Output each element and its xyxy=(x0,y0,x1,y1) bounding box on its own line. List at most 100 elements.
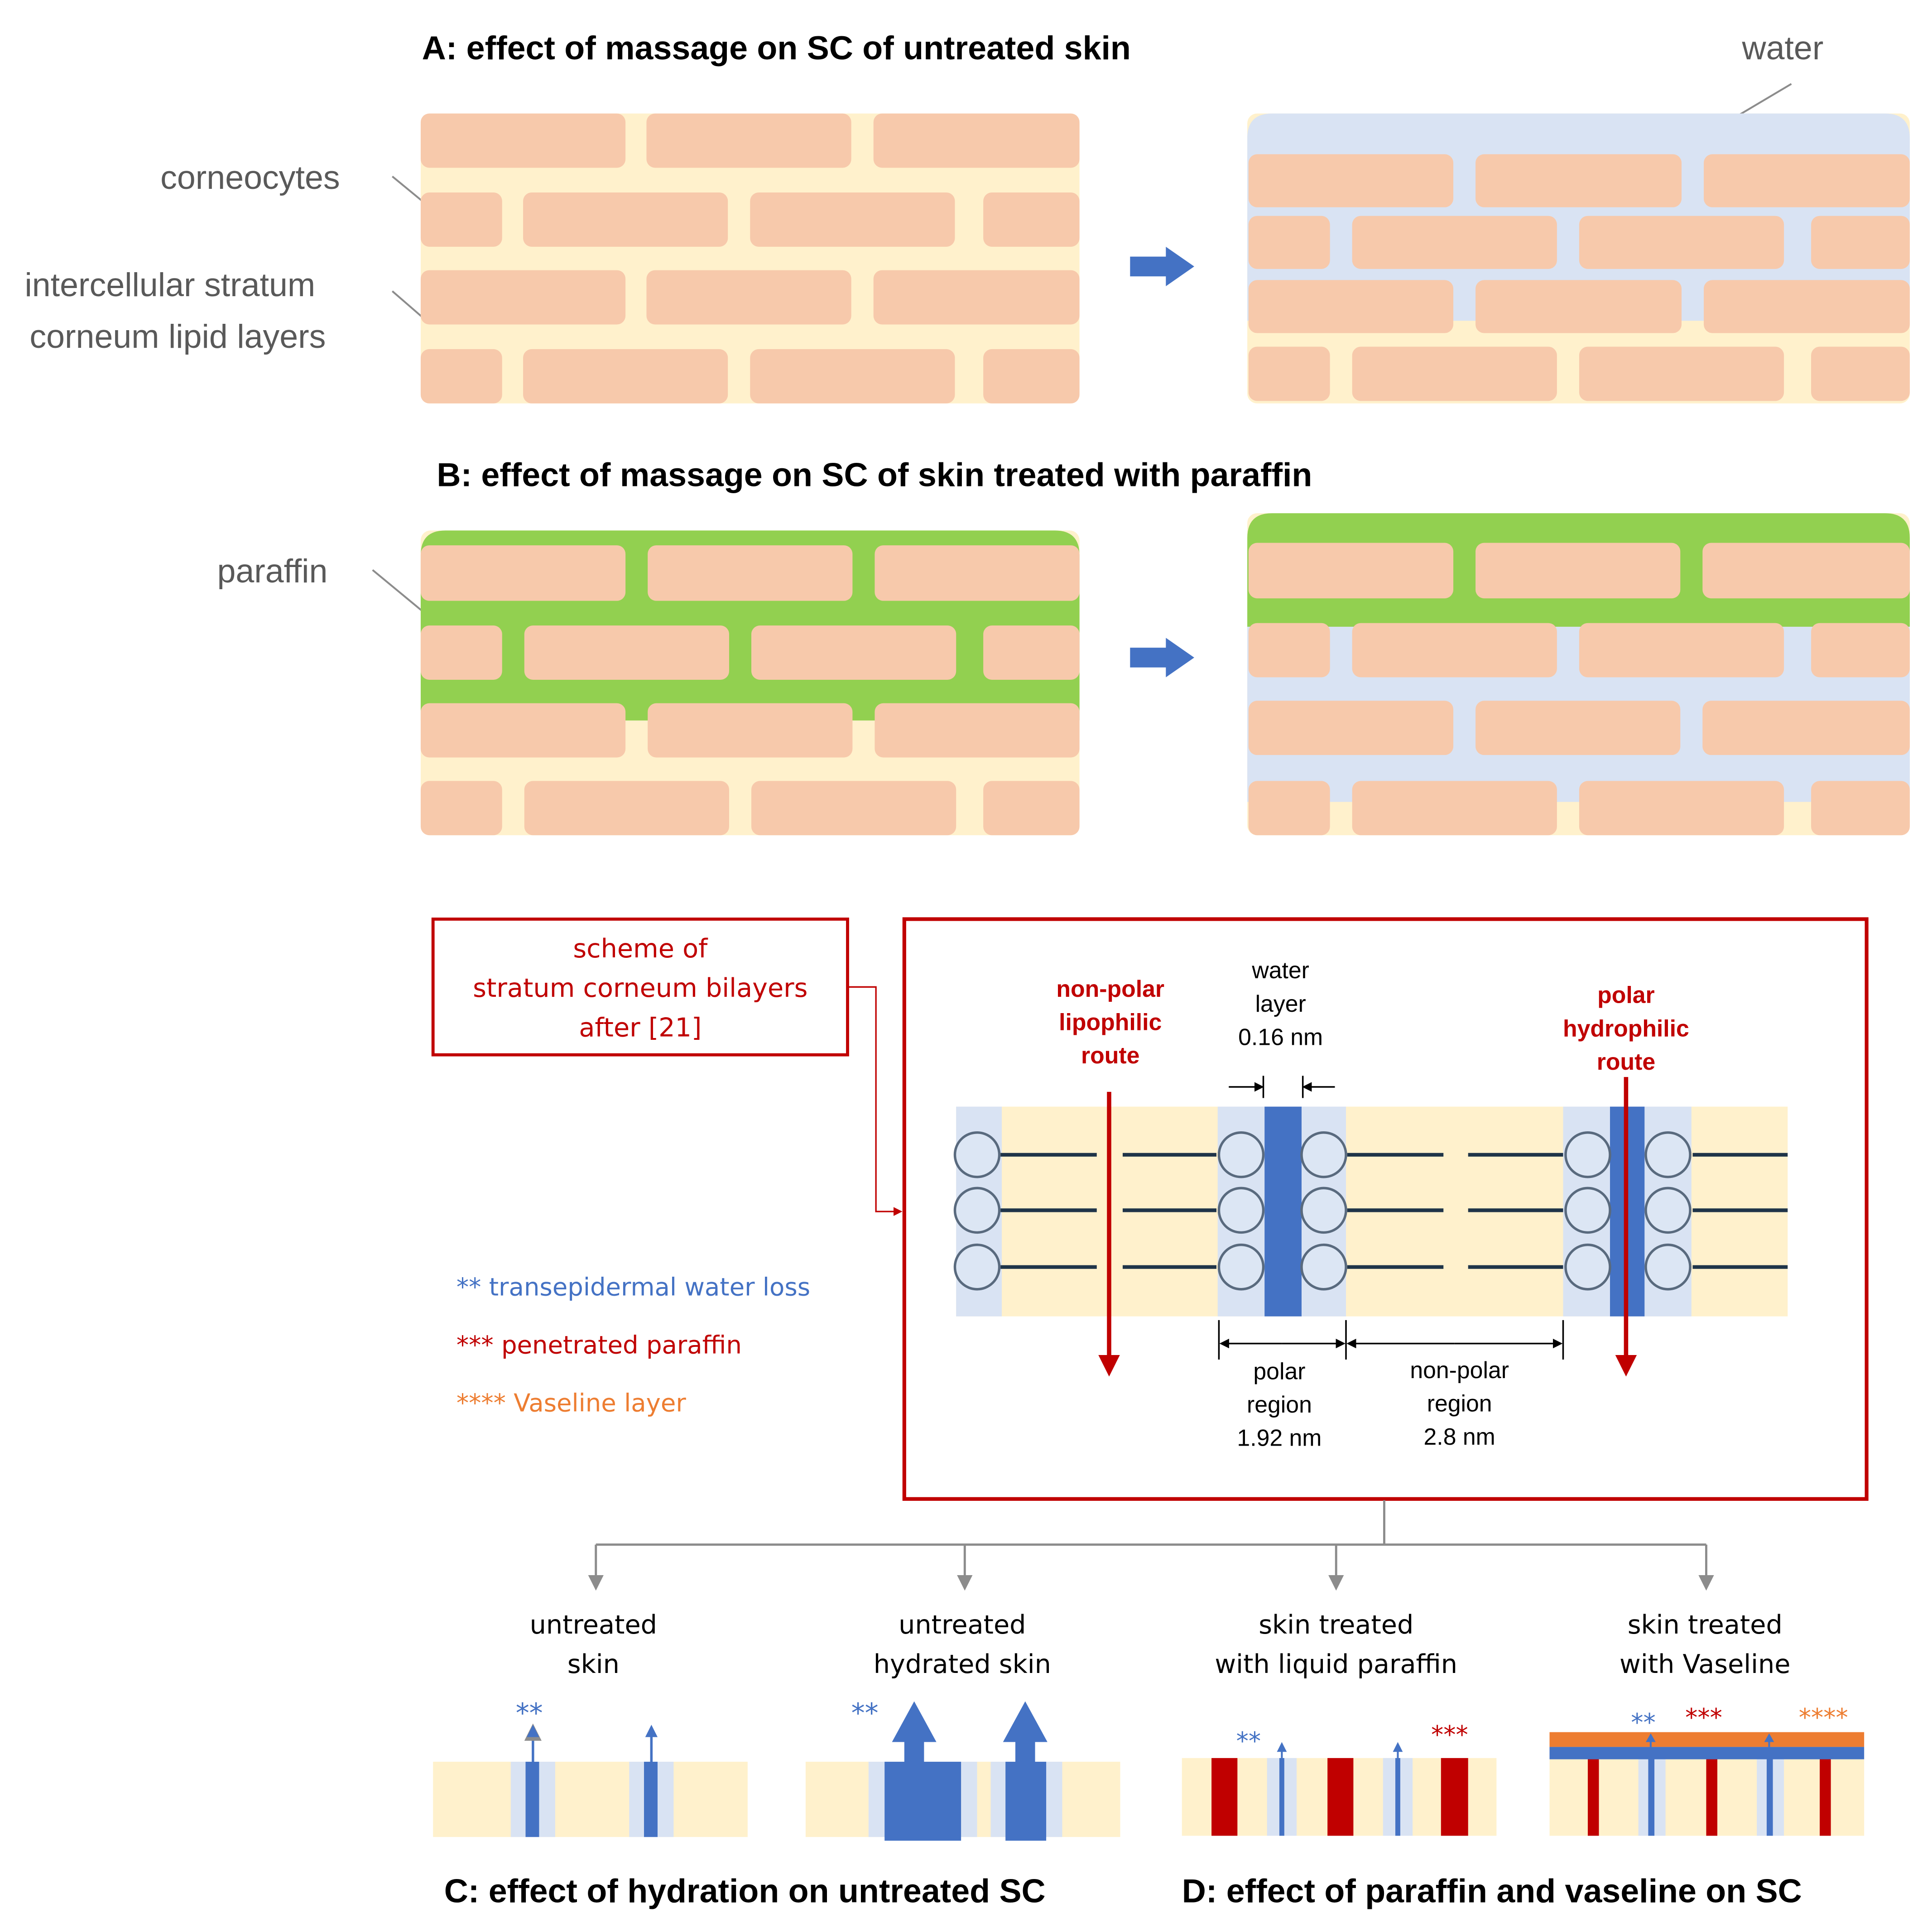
corneocyte xyxy=(750,349,955,404)
lipid-headgroup xyxy=(953,1131,1001,1178)
lipid-headgroup xyxy=(1564,1243,1611,1291)
lipid-headgroup xyxy=(1217,1243,1265,1291)
corneocyte xyxy=(1352,216,1557,269)
corneocyte xyxy=(1704,280,1910,333)
corneocyte xyxy=(1248,154,1454,207)
d2-tewl-mark: ** xyxy=(1631,1708,1655,1737)
corneocyte xyxy=(420,781,502,836)
lipid-headgroup xyxy=(1644,1131,1692,1178)
mini-vaseline xyxy=(1549,1732,1865,1836)
corneocyte xyxy=(1811,346,1910,401)
paraffin-channel xyxy=(1820,1758,1831,1836)
corneocyte xyxy=(420,545,626,601)
d1-paraffin-mark: *** xyxy=(1431,1720,1468,1749)
panel-d-title: D: effect of paraffin and vaseline on SC xyxy=(1182,1872,1802,1910)
corneocyte xyxy=(1811,781,1910,836)
corneocyte xyxy=(751,625,956,680)
water-layer-bar xyxy=(1264,1106,1302,1317)
polar-route-label-3: route xyxy=(1597,1048,1655,1075)
lipid-strip xyxy=(433,1762,748,1837)
d2-paraffin-mark: *** xyxy=(1685,1703,1722,1732)
lipid-headgroup xyxy=(953,1243,1001,1291)
scheme-callout-box xyxy=(431,918,849,1057)
c2-caption-2: hydrated skin xyxy=(874,1649,1051,1679)
water-channel xyxy=(1005,1762,1047,1841)
corneocyte xyxy=(1248,346,1330,401)
lipid-headgroup xyxy=(1217,1187,1265,1234)
polar-region-label-2: region xyxy=(1247,1391,1312,1418)
sc-paraffin-after xyxy=(1247,513,1910,836)
corneocyte xyxy=(1811,216,1910,269)
corneocyte xyxy=(750,192,955,247)
lipid-headgroup xyxy=(1564,1131,1611,1178)
scheme-callout-line2: stratum corneum bilayers xyxy=(473,973,807,1003)
water-layer-label-2: layer xyxy=(1255,990,1306,1017)
corneocyte xyxy=(1475,280,1682,333)
label-lipid-line2: corneum lipid layers xyxy=(29,317,326,355)
legend-tewl: ** transepidermal water loss xyxy=(457,1272,810,1301)
corneocyte xyxy=(420,625,502,680)
c1-caption-2: skin xyxy=(567,1649,620,1679)
mini-untreated-skin xyxy=(433,1723,748,1837)
arrow-right-icon xyxy=(1130,246,1194,286)
nonpolar-region-label-2: region xyxy=(1427,1390,1492,1416)
corneocyte xyxy=(1248,781,1330,836)
water-channel xyxy=(644,1762,658,1837)
scheme-callout-line1: scheme of xyxy=(573,934,708,964)
d2-caption-2: with Vaseline xyxy=(1620,1649,1790,1679)
paraffin-channel xyxy=(1441,1758,1468,1836)
polar-route-label-2: hydrophilic xyxy=(1563,1015,1689,1041)
corneocyte xyxy=(751,781,956,836)
nonpolar-route-label-3: route xyxy=(1081,1042,1139,1068)
legend-paraffin: *** penetrated paraffin xyxy=(457,1330,742,1359)
arrow-up-icon xyxy=(1764,1733,1774,1742)
sc-paraffin-before xyxy=(420,530,1080,836)
mini-hydrated-skin xyxy=(805,1701,1120,1841)
corneocyte xyxy=(1579,781,1784,836)
big-tewl-arrow-icon xyxy=(892,1701,937,1764)
arrow-up-icon xyxy=(645,1725,658,1737)
lipid-headgroup xyxy=(1644,1243,1692,1291)
lipid-headgroup xyxy=(1300,1187,1347,1234)
corneocyte xyxy=(523,349,728,404)
corneocyte xyxy=(646,113,851,168)
label-corneocytes: corneocytes xyxy=(160,159,340,196)
corneocyte xyxy=(1248,543,1454,599)
corneocyte xyxy=(873,270,1080,325)
water-layer-label-3: 0.16 nm xyxy=(1238,1024,1323,1050)
c1-caption-1: untreated xyxy=(530,1610,657,1640)
corneocyte xyxy=(1475,154,1682,207)
corneocyte xyxy=(983,781,1080,836)
lipid-headgroup xyxy=(1644,1187,1692,1234)
corneocyte xyxy=(873,113,1080,168)
corneocyte xyxy=(1702,701,1910,755)
corneocyte xyxy=(1248,216,1330,269)
sc-untreated-after xyxy=(1247,113,1910,404)
corneocyte xyxy=(1352,623,1557,678)
label-lipid-line1: intercellular stratum xyxy=(24,266,315,303)
corneocyte xyxy=(1248,623,1330,678)
corneocyte xyxy=(875,545,1080,601)
mini-liquid-paraffin xyxy=(1182,1742,1497,1836)
arrow-right-icon xyxy=(1130,638,1194,678)
d2-caption-1: skin treated xyxy=(1628,1610,1783,1640)
corneocyte xyxy=(1579,346,1784,401)
corneocyte xyxy=(524,781,729,836)
arrow-up-icon xyxy=(527,1725,539,1737)
d1-caption-2: with liquid paraffin xyxy=(1215,1649,1457,1679)
corneocyte xyxy=(420,703,626,758)
corneocyte xyxy=(983,192,1080,247)
paraffin-channel xyxy=(1327,1758,1354,1836)
corneocyte xyxy=(1248,701,1454,755)
paraffin-channel xyxy=(1706,1758,1717,1836)
corneocyte xyxy=(1475,701,1681,755)
water-channel xyxy=(1279,1758,1284,1836)
water-channel xyxy=(1395,1758,1400,1836)
corneocyte xyxy=(523,192,728,247)
corneocyte xyxy=(420,349,502,404)
polar-route-label-1: polar xyxy=(1597,982,1655,1008)
corneocyte xyxy=(1811,623,1910,678)
water-layer-label-1: water xyxy=(1251,957,1309,983)
bilayer-scheme xyxy=(953,1077,1788,1377)
water-channel xyxy=(525,1762,539,1837)
